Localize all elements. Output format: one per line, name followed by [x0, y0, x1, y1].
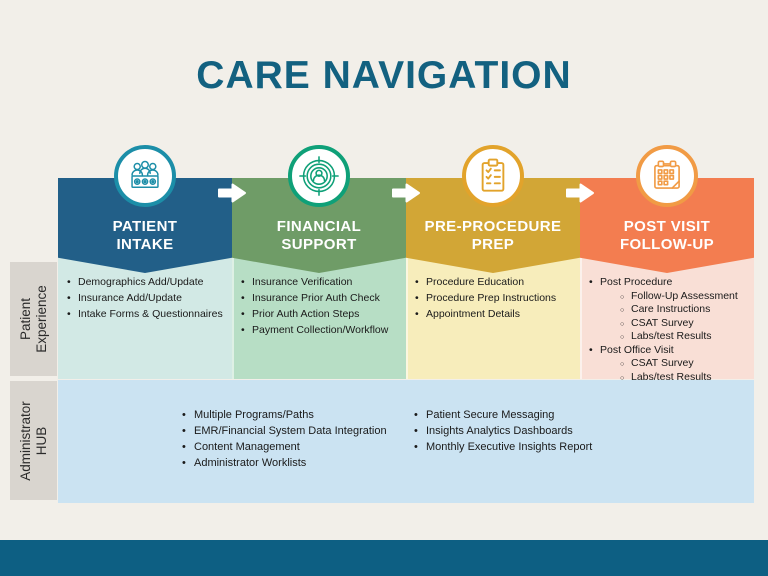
column-content: Demographics Add/UpdateInsurance Add/Upd…	[58, 258, 232, 379]
admin-right-list: Patient Secure MessagingInsights Analyti…	[413, 408, 592, 456]
list-item: Procedure Prep Instructions	[414, 292, 577, 305]
column-title: POST VISIT FOLLOW-UP	[619, 218, 715, 253]
column-pre-procedure-prep: PRE-PROCEDURE PREP Procedure EducationPr…	[406, 145, 580, 379]
sub-list-item: CSAT Survey	[619, 357, 751, 371]
column-header-banner: FINANCIAL SUPPORT	[232, 178, 406, 273]
column-header-banner: PRE-PROCEDURE PREP	[406, 178, 580, 273]
bullet-list: Post ProcedureFollow-Up AssessmentCare I…	[580, 258, 754, 385]
list-item: Demographics Add/Update	[66, 276, 229, 289]
list-item: Monthly Executive Insights Report	[413, 440, 592, 454]
list-item: Insurance Verification	[240, 276, 403, 289]
administrator-hub-panel: Multiple Programs/PathsEMR/Financial Sys…	[58, 380, 754, 503]
column-header-banner: PATIENT INTAKE	[58, 178, 232, 273]
bullet-list: Procedure EducationProcedure Prep Instru…	[406, 258, 580, 321]
list-item: Prior Auth Action Steps	[240, 308, 403, 321]
list-item: Administrator Worklists	[181, 456, 387, 470]
column-content: Procedure EducationProcedure Prep Instru…	[406, 258, 580, 379]
sub-list: CSAT SurveyLabs/test Results	[600, 356, 751, 385]
sub-list-item: Follow-Up Assessment	[619, 290, 751, 304]
target-person-icon	[288, 145, 350, 207]
team-gears-icon	[114, 145, 176, 207]
row-label-text: Patient Experience	[17, 285, 49, 353]
list-item: EMR/Financial System Data Integration	[181, 424, 387, 438]
flow-arrow-icon	[566, 183, 594, 203]
page-title: CARE NAVIGATION	[196, 54, 572, 97]
sub-list-item: CSAT Survey	[619, 317, 751, 331]
clipboard-checklist-icon	[462, 145, 524, 207]
list-item: Payment Collection/Workflow	[240, 324, 403, 337]
column-title: FINANCIAL SUPPORT	[276, 218, 362, 253]
column-post-visit-follow-up: POST VISIT FOLLOW-UP Post ProcedureFollo…	[580, 145, 754, 384]
row-label-patient-experience: Patient Experience	[10, 262, 57, 376]
list-item: Patient Secure Messaging	[413, 408, 592, 422]
sub-list-item: Labs/test Results	[619, 330, 751, 344]
flow-arrow-icon	[392, 183, 420, 203]
calendar-icon	[636, 145, 698, 207]
flow-arrow-icon	[218, 183, 246, 203]
bullet-list: Demographics Add/UpdateInsurance Add/Upd…	[58, 258, 232, 321]
list-item: Procedure Education	[414, 276, 577, 289]
sub-list-item: Labs/test Results	[619, 371, 751, 385]
column-patient-intake: PATIENT INTAKE Demographics Add/UpdateIn…	[58, 145, 232, 379]
sub-list-item: Care Instructions	[619, 303, 751, 317]
list-item: Intake Forms & Questionnaires	[66, 308, 229, 321]
sub-list: Follow-Up AssessmentCare InstructionsCSA…	[600, 289, 751, 344]
list-item: Post ProcedureFollow-Up AssessmentCare I…	[588, 276, 751, 344]
column-title: PRE-PROCEDURE PREP	[424, 218, 562, 253]
row-label-text: Administrator HUB	[17, 400, 49, 481]
admin-left-list: Multiple Programs/PathsEMR/Financial Sys…	[181, 408, 387, 472]
list-item: Insurance Add/Update	[66, 292, 229, 305]
list-item: Post Office VisitCSAT SurveyLabs/test Re…	[588, 344, 751, 385]
row-label-administrator-hub: Administrator HUB	[10, 381, 57, 500]
list-item: Appointment Details	[414, 308, 577, 321]
list-item: Insurance Prior Auth Check	[240, 292, 403, 305]
column-content: Post ProcedureFollow-Up AssessmentCare I…	[580, 258, 754, 384]
list-item: Content Management	[181, 440, 387, 454]
column-financial-support: FINANCIAL SUPPORT Insurance Verification…	[232, 145, 406, 379]
column-title: PATIENT INTAKE	[112, 218, 178, 253]
list-item: Multiple Programs/Paths	[181, 408, 387, 422]
footer-bar	[0, 540, 768, 576]
column-content: Insurance VerificationInsurance Prior Au…	[232, 258, 406, 379]
bullet-list: Insurance VerificationInsurance Prior Au…	[232, 258, 406, 337]
list-item: Insights Analytics Dashboards	[413, 424, 592, 438]
